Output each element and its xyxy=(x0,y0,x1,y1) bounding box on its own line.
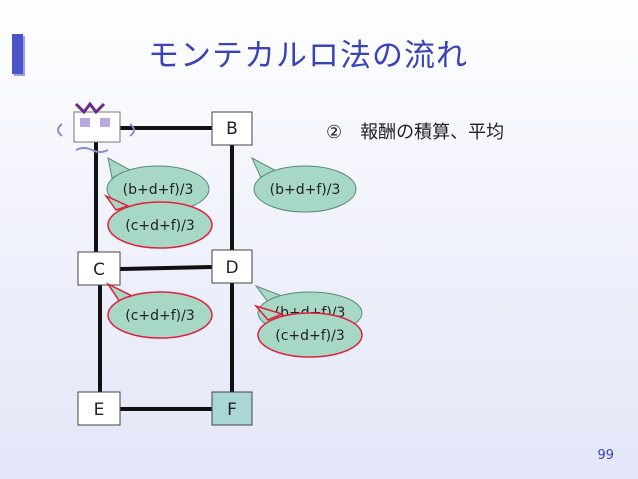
bubble-a-cdf: (c+d+f)/3 xyxy=(103,194,213,249)
start-node-icon xyxy=(57,101,135,153)
bubble-c-cdf-text: (c+d+f)/3 xyxy=(125,308,195,324)
bubble-a-cdf-text: (c+d+f)/3 xyxy=(125,218,195,234)
diagram-edges xyxy=(94,126,234,411)
bubble-b-bdf-text: (b+d+f)/3 xyxy=(270,182,341,198)
node-b: B xyxy=(211,111,253,146)
node-d-label: D xyxy=(225,258,238,278)
node-d: D xyxy=(211,249,253,284)
bubble-d-cdf: (c+d+f)/3 xyxy=(253,304,363,358)
page-number: 99 xyxy=(597,448,614,463)
bubble-c-cdf: (c+d+f)/3 xyxy=(105,282,213,339)
bubble-d-cdf-text: (c+d+f)/3 xyxy=(275,328,345,344)
node-c-label: C xyxy=(93,260,105,280)
node-f: F xyxy=(211,391,253,426)
node-e-label: E xyxy=(94,400,105,420)
node-f-label: F xyxy=(227,400,237,420)
node-b-label: B xyxy=(226,119,238,139)
step-label: ② 報酬の積算、平均 xyxy=(326,122,505,143)
title-accent-bar xyxy=(12,34,23,74)
bubble-a-bdf-text: (b+d+f)/3 xyxy=(123,182,194,198)
slide-title: モンテカルロ法の流れ xyxy=(148,38,468,74)
bubble-a-bdf: (b+d+f)/3 xyxy=(106,157,210,213)
bubble-b-bdf: (b+d+f)/3 xyxy=(250,156,357,213)
node-e: E xyxy=(77,391,121,426)
edge-c-d xyxy=(118,265,214,271)
node-c: C xyxy=(77,251,121,286)
